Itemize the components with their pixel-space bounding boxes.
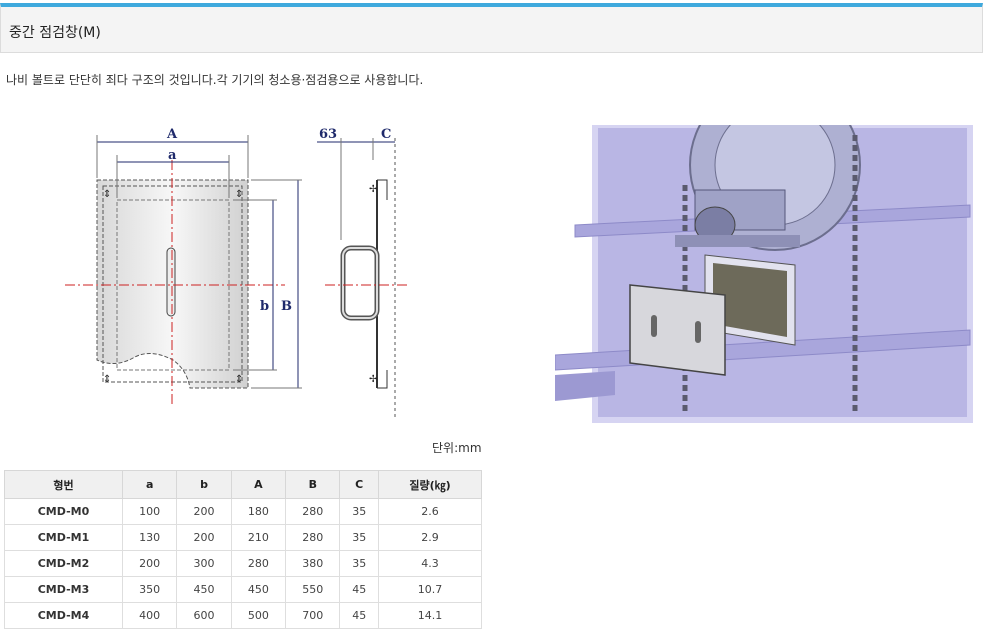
dim-C-label: C [381,127,391,142]
cell-model: CMD-M0 [4,498,123,525]
cell-A: 500 [230,602,287,629]
cell-B: 280 [285,498,341,525]
cell-C: 45 [339,602,379,629]
cell-mass: 2.6 [378,498,482,525]
page-title-box: 중간 점검창(M) [0,3,983,53]
table-header-row: 형번 a b A B C 질량(㎏) [4,470,482,499]
spec-table: 형번 a b A B C 질량(㎏) CMD-M0 100 200 180 28… [4,470,482,629]
cell-a: 130 [121,524,178,551]
technical-drawing: ⇕ ⇕ ⇕ ⇕ A a b B 63 C ✢ ✢ [65,127,407,420]
cell-B: 550 [285,576,341,603]
cell-B: 700 [285,602,341,629]
cell-model: CMD-M4 [4,602,123,629]
dim-b-label: b [260,299,269,314]
cell-B: 280 [285,524,341,551]
cell-C: 35 [339,498,379,525]
cell-model: CMD-M1 [4,524,123,551]
col-header-B: B [285,470,341,499]
svg-text:⇕: ⇕ [103,189,111,200]
cell-A: 280 [230,550,287,577]
cell-C: 45 [339,576,379,603]
dim-63-label: 63 [319,127,337,142]
svg-text:⇕: ⇕ [235,189,243,200]
col-header-A: A [230,470,287,499]
cell-B: 380 [285,550,341,577]
cell-a: 350 [121,576,178,603]
col-header-model: 형번 [4,470,123,499]
cell-mass: 10.7 [378,576,482,603]
cell-A: 450 [230,576,287,603]
table-row: CMD-M0 100 200 180 280 35 2.6 [4,498,482,525]
unit-label: 단위:mm [432,441,482,455]
dim-a-label: a [168,148,177,163]
page-title: 중간 점검창(M) [9,25,101,41]
cell-b: 200 [176,524,232,551]
col-header-C: C [339,470,379,499]
cell-b: 450 [176,576,232,603]
table-row: CMD-M2 200 300 280 380 35 4.3 [4,550,482,577]
svg-text:✢: ✢ [369,374,377,385]
cell-A: 180 [230,498,287,525]
cell-mass: 2.9 [378,524,482,551]
cell-a: 100 [121,498,178,525]
cell-C: 35 [339,550,379,577]
description-text: 나비 볼트로 단단히 죄다 구조의 것입니다.각 기기의 청소용·점검용으로 사… [6,73,424,87]
cell-b: 600 [176,602,232,629]
table-row: CMD-M4 400 600 500 700 45 14.1 [4,602,482,629]
svg-text:⇕: ⇕ [103,374,111,385]
cell-b: 300 [176,550,232,577]
table-row: CMD-M3 350 450 450 550 45 10.7 [4,576,482,603]
dim-A-label: A [166,127,178,142]
cell-a: 400 [121,602,178,629]
inspection-window-render [555,125,973,423]
col-header-a: a [121,470,178,499]
cell-a: 200 [121,550,178,577]
cell-A: 210 [230,524,287,551]
dim-B-label: B [281,299,292,314]
table-row: CMD-M1 130 200 210 280 35 2.9 [4,524,482,551]
cell-model: CMD-M2 [4,550,123,577]
svg-text:⇕: ⇕ [235,374,243,385]
cell-b: 200 [176,498,232,525]
cell-C: 35 [339,524,379,551]
cell-mass: 14.1 [378,602,482,629]
col-header-mass: 질량(㎏) [378,470,482,499]
cell-model: CMD-M3 [4,576,123,603]
col-header-b: b [176,470,232,499]
svg-text:✢: ✢ [369,184,377,195]
cell-mass: 4.3 [378,550,482,577]
